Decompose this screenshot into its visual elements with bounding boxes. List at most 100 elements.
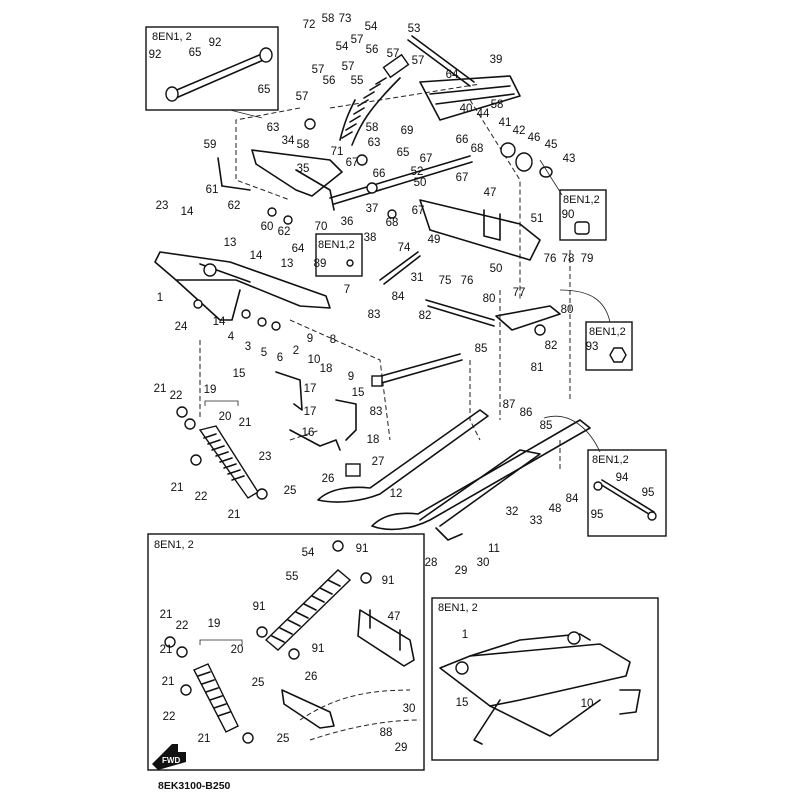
callout-23: 23 [259, 451, 272, 463]
inset-label: 8EN1, 2 [154, 539, 194, 551]
callout-72: 72 [303, 19, 316, 31]
callout-62: 62 [278, 226, 291, 238]
callout-78: 78 [562, 253, 575, 265]
callout-62: 62 [228, 200, 241, 212]
callout-19: 19 [208, 618, 221, 630]
callout-68: 68 [386, 217, 399, 229]
callout-85: 85 [475, 343, 488, 355]
callout-34: 34 [282, 135, 295, 147]
callout-22: 22 [176, 620, 189, 632]
callout-57: 57 [412, 55, 425, 67]
inset-box-90: 8EN1,2 [539, 159, 607, 241]
callout-64: 64 [446, 69, 459, 81]
callout-90: 90 [562, 209, 575, 221]
callout-38: 38 [364, 232, 377, 244]
callout-69: 69 [401, 125, 414, 137]
callout-37: 37 [366, 203, 379, 215]
callout-39: 39 [490, 54, 503, 66]
callout-14: 14 [181, 206, 194, 218]
callout-43: 43 [563, 153, 576, 165]
callout-11: 11 [488, 543, 500, 555]
callout-21: 21 [198, 733, 211, 745]
callout-56: 56 [366, 44, 379, 56]
callout-49: 49 [428, 234, 441, 246]
middle-assembly [154, 250, 571, 470]
callout-75: 75 [439, 275, 452, 287]
callout-9: 9 [307, 333, 313, 345]
callout-76: 76 [461, 275, 474, 287]
callout-64: 64 [292, 243, 305, 255]
callout-91: 91 [356, 543, 369, 555]
callout-10: 10 [308, 354, 321, 366]
callout-21: 21 [160, 644, 173, 656]
callout-87: 87 [503, 399, 516, 411]
callout-24: 24 [175, 321, 188, 333]
callout-31: 31 [411, 272, 424, 284]
callout-57: 57 [296, 91, 309, 103]
callout-58: 58 [322, 13, 335, 25]
callout-55: 55 [286, 571, 299, 583]
callout-83: 83 [368, 309, 381, 321]
callout-22: 22 [195, 491, 208, 503]
inset-label: 8EN1,2 [589, 326, 626, 338]
callout-25: 25 [284, 485, 297, 497]
inset-box-mid: 8EN1,2 [315, 233, 363, 277]
callout-21: 21 [162, 676, 175, 688]
callout-35: 35 [297, 163, 310, 175]
callout-83: 83 [370, 406, 383, 418]
callout-29: 29 [395, 742, 408, 754]
callout-58: 58 [297, 139, 310, 151]
callout-25: 25 [277, 733, 290, 745]
callout-12: 12 [390, 488, 403, 500]
callout-21: 21 [171, 482, 184, 494]
callout-93: 93 [586, 341, 599, 353]
callout-53: 53 [408, 23, 421, 35]
callout-54: 54 [365, 21, 378, 33]
callout-65: 65 [189, 47, 202, 59]
callout-18: 18 [367, 434, 380, 446]
callout-21: 21 [228, 509, 241, 521]
callout-30: 30 [403, 703, 416, 715]
callout-63: 63 [267, 122, 280, 134]
callout-91: 91 [382, 575, 395, 587]
upper-assembly [217, 35, 553, 300]
callout-6: 6 [277, 352, 283, 364]
callout-88: 88 [380, 727, 393, 739]
callout-84: 84 [566, 493, 579, 505]
callout-41: 41 [499, 117, 512, 129]
callout-26: 26 [322, 473, 335, 485]
callout-4: 4 [228, 331, 235, 343]
callout-95: 95 [642, 487, 655, 499]
callout-28: 28 [425, 557, 438, 569]
callout-66: 66 [456, 134, 469, 146]
callout-23: 23 [156, 200, 169, 212]
callout-77: 77 [513, 287, 526, 299]
fwd-arrow-icon: FWD [152, 744, 186, 770]
callout-89: 89 [314, 258, 327, 270]
callout-17: 17 [304, 406, 317, 418]
callout-36: 36 [341, 216, 354, 228]
callout-14: 14 [250, 250, 263, 262]
callout-67: 67 [412, 205, 425, 217]
inset-label: 8EN1, 2 [438, 602, 478, 614]
fwd-label: FWD [162, 756, 180, 765]
callout-91: 91 [312, 643, 325, 655]
callout-22: 22 [170, 390, 183, 402]
callout-63: 63 [368, 137, 381, 149]
callout-14: 14 [213, 316, 226, 328]
callout-85: 85 [540, 420, 553, 432]
callout-33: 33 [530, 515, 543, 527]
callout-19: 19 [204, 384, 217, 396]
callout-54: 54 [302, 547, 315, 559]
callout-80: 80 [483, 293, 496, 305]
callout-74: 74 [398, 242, 411, 254]
callout-46: 46 [528, 132, 541, 144]
callout-54: 54 [336, 41, 349, 53]
callout-71: 71 [331, 146, 344, 158]
callout-42: 42 [513, 125, 526, 137]
callout-48: 48 [549, 503, 562, 515]
callout-81: 81 [531, 362, 544, 374]
callout-7: 7 [344, 284, 350, 296]
callout-86: 86 [520, 407, 533, 419]
